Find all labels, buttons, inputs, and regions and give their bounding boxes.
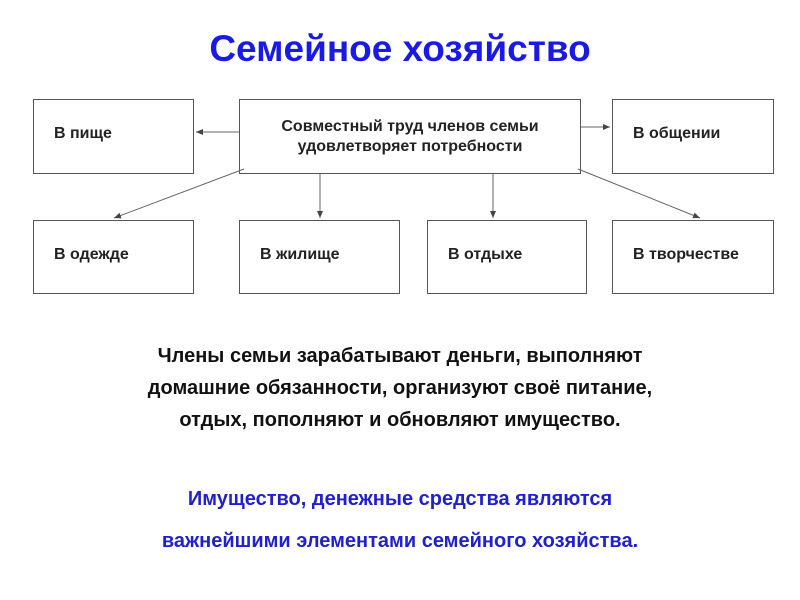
need-label-clothing: В одежде: [54, 246, 129, 263]
need-label-food: В пище: [54, 125, 112, 142]
conclusion-line2: важнейшими элементами семейного хозяйств…: [161, 530, 639, 552]
paragraph-line1: Члены семьи зарабатывают деньги, выполня…: [157, 345, 643, 367]
need-box-clothing: В одежде: [33, 220, 194, 294]
center-text-line2: удовлетворяет потребности: [297, 137, 523, 155]
need-label-housing: В жилище: [260, 246, 340, 263]
description-paragraph: Члены семьи зарабатывают деньги, выполня…: [60, 340, 740, 436]
need-label-creativity: В творчестве: [633, 246, 739, 263]
need-box-communication: В общении: [612, 99, 774, 174]
need-box-housing: В жилище: [239, 220, 400, 294]
center-box: Совместный труд членов семьи удовлетворя…: [239, 99, 581, 174]
need-label-rest: В отдыхе: [448, 246, 523, 263]
paragraph-line2: домашние обязанности, организуют своё пи…: [147, 377, 653, 399]
conclusion-line1: Имущество, денежные средства являются: [187, 488, 613, 510]
paragraph-line3: отдых, пополняют и обновляют имущество.: [179, 409, 621, 431]
arrow-to-creativity: [577, 168, 701, 219]
need-box-rest: В отдыхе: [427, 220, 587, 294]
need-box-food: В пище: [33, 99, 194, 174]
need-box-creativity: В творчестве: [612, 220, 774, 294]
page-title: Семейное хозяйство: [209, 28, 591, 69]
need-label-communication: В общении: [633, 125, 721, 142]
arrow-to-clothing: [113, 168, 245, 219]
center-text-line1: Совместный труд членов семьи: [281, 117, 539, 135]
conclusion-text: Имущество, денежные средства являются ва…: [40, 478, 760, 562]
